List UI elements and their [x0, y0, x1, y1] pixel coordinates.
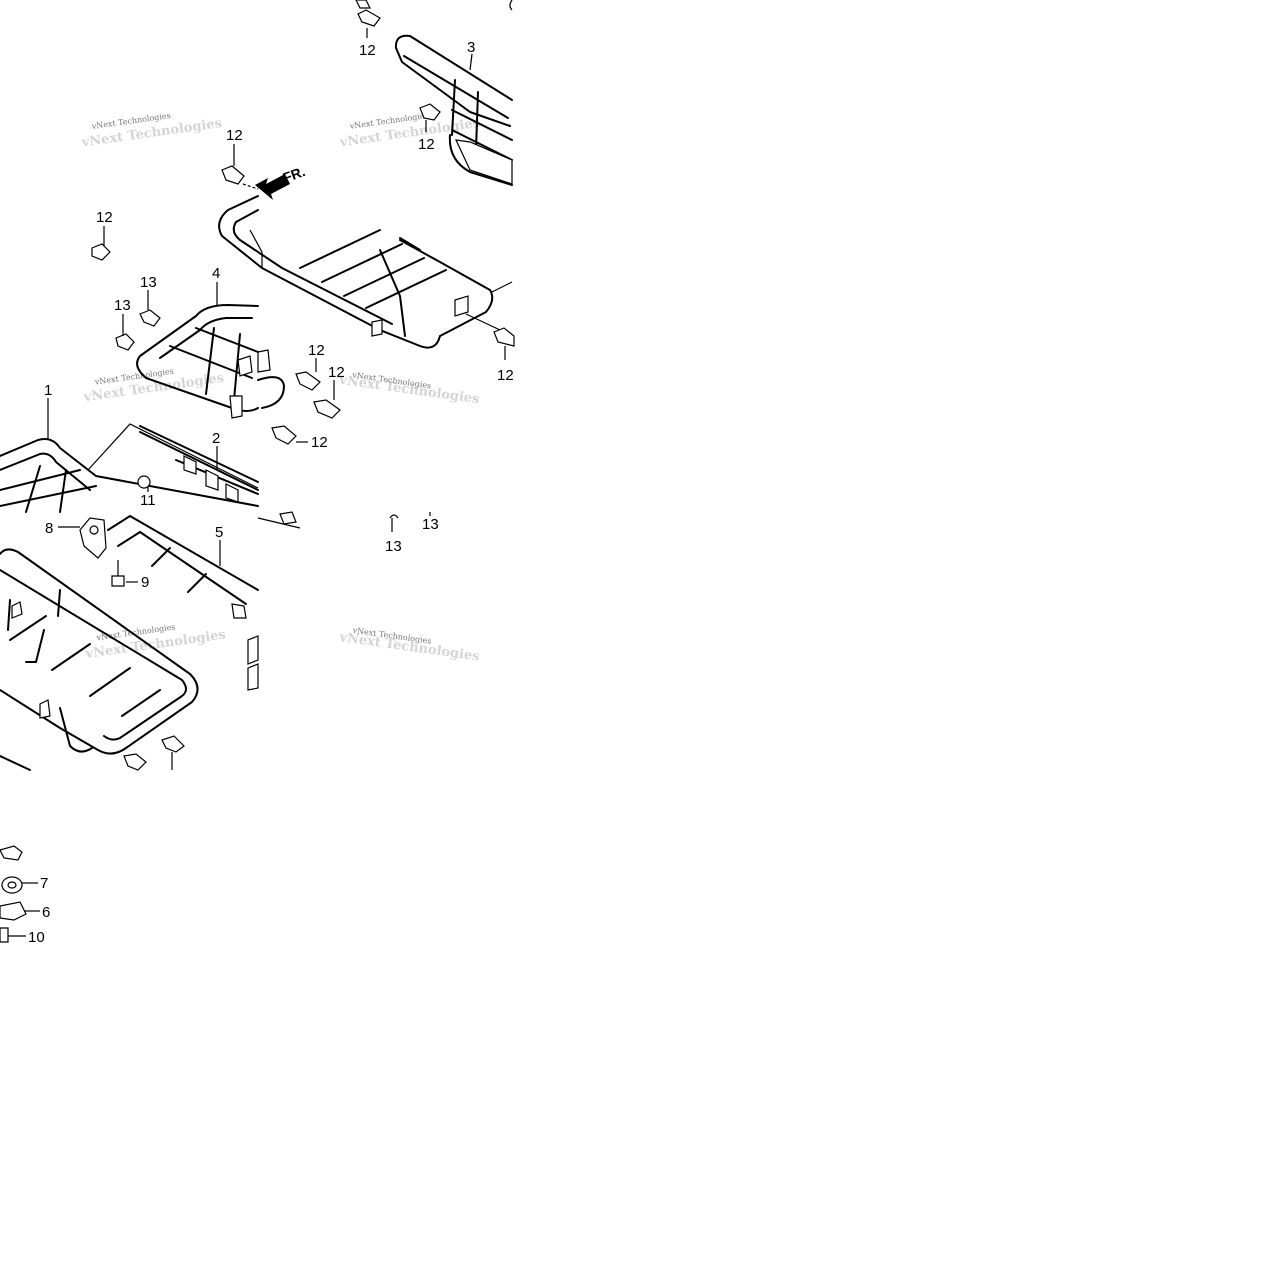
leader-lines [8, 28, 506, 937]
front-direction-arrow: FR. [242, 163, 308, 200]
main-rack-part-1 [0, 423, 259, 513]
bolts-lower [123, 735, 185, 771]
watermark-5: vNext Technologies vNext Technologies [84, 622, 227, 662]
bolt-12-c12c [221, 165, 245, 185]
watermark-1: vNext Technologies vNext Technologies [80, 111, 223, 151]
rear-rack-lower [0, 548, 259, 771]
bolt-12-c12e [295, 371, 321, 391]
callout-c3: 3 [467, 39, 475, 56]
callout-c5: 5 [215, 524, 223, 541]
callout-c12g: 12 [311, 434, 328, 451]
callout-c4: 4 [212, 265, 220, 282]
callout-c13b: 13 [114, 297, 131, 314]
bracket-rail-part-2 [175, 455, 259, 503]
callout-c13c: 13 [385, 538, 402, 555]
bracket-part-8 [79, 517, 107, 559]
callout-c13d: 13 [422, 516, 439, 533]
callout-c8: 8 [45, 520, 53, 537]
lower-brace-part-5 [107, 511, 301, 619]
bolt-12-c12b [419, 103, 441, 121]
callout-c11: 11 [140, 492, 156, 509]
callout-c12e: 12 [308, 342, 325, 359]
watermark-6: vNext Technologies vNext Technologies [338, 626, 481, 665]
callout-labels: 12 3 12 12 12 13 4 13 12 12 12 12 1 2 11… [28, 39, 514, 946]
callout-c1: 1 [44, 382, 52, 399]
watermark-4: vNext Technologies vNext Technologies [337, 370, 480, 407]
svg-text:FR.: FR. [281, 163, 308, 186]
nut-part-11 [137, 475, 151, 489]
clip-part-top [0, 845, 23, 861]
bolt-12-top [355, 0, 381, 27]
clamp-part-6 [0, 901, 27, 921]
callout-c7: 7 [40, 875, 48, 892]
callout-c9: 9 [141, 574, 149, 591]
rear-carrier-part-4 [136, 304, 285, 419]
bolt-13-c13c [389, 514, 399, 519]
bolt-part-10 [0, 927, 9, 943]
callout-c2: 2 [212, 430, 220, 447]
bushing-part-7 [1, 876, 23, 894]
callout-c12h: 12 [497, 367, 514, 384]
callout-c10: 10 [28, 929, 45, 946]
bolt-12-c12f [313, 399, 341, 419]
callout-c12f: 12 [328, 364, 345, 381]
callout-c12a: 12 [359, 42, 376, 59]
bolt-13-c13b [115, 333, 135, 351]
bolt-12-c12d [91, 243, 111, 261]
bolt-part-9 [111, 560, 125, 587]
bolt-12-c12g [271, 425, 297, 445]
callout-c12b: 12 [418, 136, 435, 153]
callout-c6: 6 [42, 904, 50, 921]
bolt-12-c12h [493, 327, 515, 347]
callout-c12c: 12 [226, 127, 243, 144]
front-carrier-frame [218, 195, 513, 349]
callout-c13a: 13 [140, 274, 157, 291]
front-guard-part-3 [394, 0, 513, 186]
bolt-13-c13a [139, 309, 161, 327]
callout-c12d: 12 [96, 209, 113, 226]
